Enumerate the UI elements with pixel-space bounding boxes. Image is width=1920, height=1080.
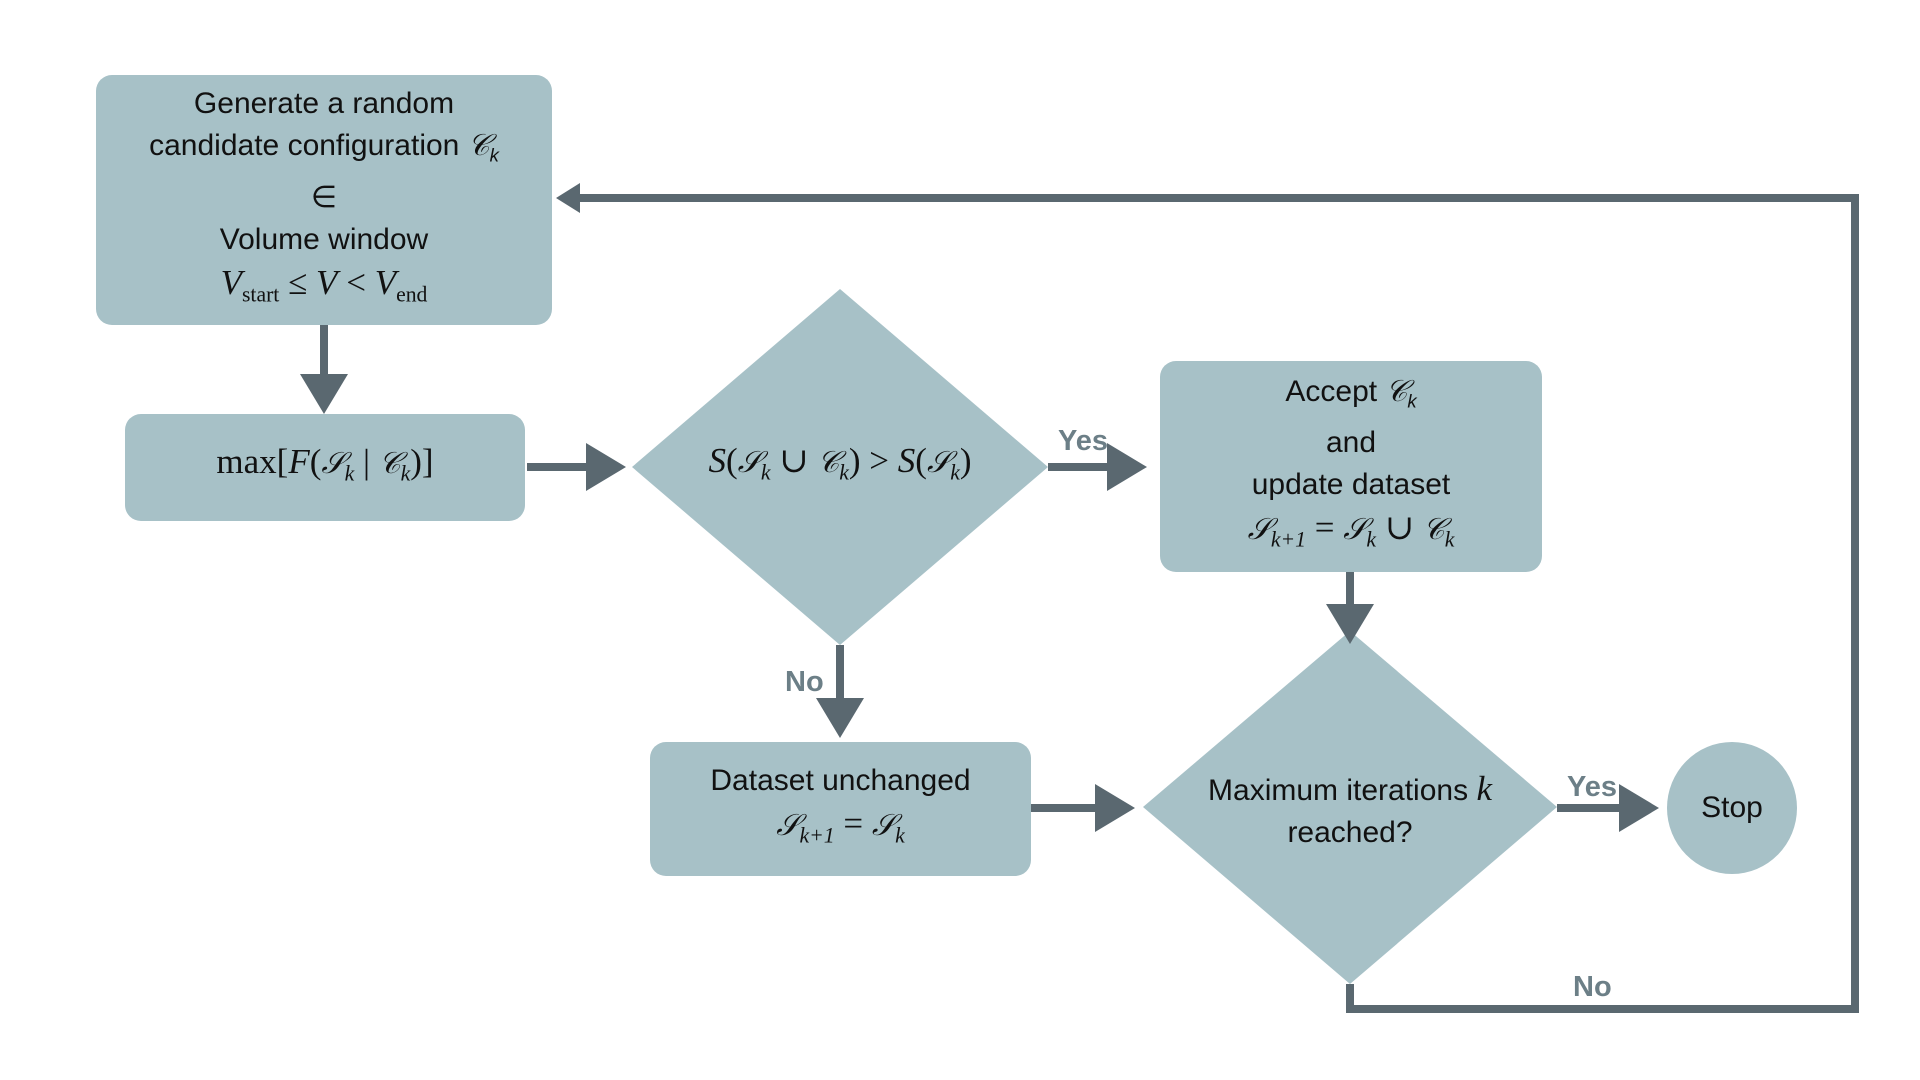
gt-symbol: > (869, 441, 890, 481)
volume-var: V (374, 262, 397, 302)
volume-var: V (220, 262, 242, 302)
dataset-next-subscript: k+1 (799, 823, 835, 848)
candidate-symbol: 𝒞 (378, 445, 401, 481)
stop-node: Stop (1667, 742, 1797, 874)
generate-configuration-node: Generate a random candidate configuratio… (96, 75, 552, 325)
maximize-function-node: max[F(𝒮k | 𝒞k)] (125, 414, 525, 521)
candidate-symbol: 𝒞 (1422, 512, 1445, 548)
candidate-symbol: 𝒞 (817, 445, 840, 481)
decision-diamond-max-iterations (1143, 631, 1557, 984)
generate-line-4: Volume window (219, 222, 429, 256)
equals-symbol: = (1314, 508, 1335, 548)
candidate-subscript: k (400, 461, 411, 486)
candidate-symbol: 𝒞 (467, 128, 490, 164)
max-operator: max[ (216, 441, 289, 481)
candidate-symbol-subscript: k (489, 144, 499, 166)
paren-open: ( (915, 441, 927, 481)
unchanged-line-1: Dataset unchanged (710, 764, 971, 798)
paren-close: ) (848, 441, 861, 481)
dataset-next-subscript: k+1 (1270, 528, 1306, 553)
edge-label-yes-max-iterations: Yes (1567, 771, 1617, 803)
decision-diamond-improvement (632, 289, 1048, 645)
maximize-expression: max[F(𝒮k | 𝒞k)] (216, 440, 433, 496)
union-symbol: ∪ (779, 441, 809, 481)
accept-line-1: Accept 𝒞k (1285, 371, 1416, 423)
edge-label-no-improvement: No (785, 666, 824, 698)
dataset-symbol: 𝒮 (321, 445, 345, 481)
dataset-symbol: 𝒮 (776, 808, 800, 844)
dataset-symbol: 𝒮 (737, 445, 761, 481)
volume-window-inequality: Vstart ≤ V < Vend (221, 261, 428, 317)
dataset-subscript: k (344, 461, 355, 486)
dataset-subscript: k (1366, 528, 1377, 553)
loop-back-line-no (580, 194, 1859, 1013)
max-iterations-line-2: reached? (1287, 815, 1413, 849)
dataset-symbol: 𝒮 (1343, 512, 1367, 548)
accept-line-3: update dataset (1251, 468, 1451, 502)
dataset-subscript: k (895, 823, 905, 848)
generate-line-2-text: candidate configuration (149, 129, 460, 163)
score-S: S (897, 441, 916, 481)
candidate-subscript: k (839, 460, 849, 485)
volume-start-subscript: start (241, 282, 280, 307)
max-iterations-line-1: Maximum iterations k (1208, 767, 1492, 812)
edge-label-no-max-iterations: No (1573, 971, 1612, 1003)
decision-max-iterations-label: Maximum iterations k reached? (1170, 768, 1530, 852)
loop-back-arrowhead (556, 183, 580, 213)
dataset-symbol: 𝒮 (871, 808, 896, 844)
accept-candidate-node: Accept 𝒞k and update dataset 𝒮k+1 = 𝒮k ∪… (1160, 361, 1542, 572)
candidate-symbol: 𝒞 (1385, 373, 1408, 409)
accept-line-2: and (1325, 426, 1377, 460)
improvement-condition: S(𝒮k ∪ 𝒞k) > S(𝒮k) (709, 439, 972, 495)
dataset-subscript: k (760, 460, 771, 485)
accept-text: Accept (1285, 374, 1378, 408)
dataset-unchanged-equation: 𝒮k+1 = 𝒮k (776, 802, 904, 858)
volume-var: V (316, 262, 338, 302)
score-S: S (708, 441, 727, 481)
iteration-var-k: k (1476, 768, 1492, 808)
candidate-subscript: k (1407, 390, 1417, 412)
dataset-subscript: k (950, 460, 960, 485)
dataset-symbol: 𝒮 (1247, 512, 1271, 548)
max-iterations-text: Maximum iterations (1208, 773, 1469, 807)
generate-line-2: candidate configuration 𝒞k (149, 125, 499, 177)
edge-label-yes-improvement: Yes (1058, 425, 1108, 457)
volume-end-subscript: end (396, 282, 428, 307)
paren-open: ( (309, 441, 322, 481)
paren-close: ) (959, 441, 972, 481)
dataset-symbol: 𝒮 (926, 445, 951, 481)
decision-improvement-label: S(𝒮k ∪ 𝒞k) > S(𝒮k) (640, 437, 1040, 497)
conditional-bar: | (363, 441, 371, 481)
union-symbol: ∪ (1384, 508, 1415, 548)
dataset-update-equation: 𝒮k+1 = 𝒮k ∪ 𝒞k (1248, 506, 1455, 562)
element-of-symbol: ∈ (310, 180, 338, 214)
generate-line-1: Generate a random (193, 87, 455, 121)
candidate-subscript: k (1444, 528, 1455, 553)
lt-symbol: < (346, 262, 366, 302)
paren-bracket-close: )] (410, 441, 434, 481)
equals-symbol: = (843, 804, 864, 844)
function-F: F (288, 441, 310, 481)
paren-open: ( (726, 441, 738, 481)
leq-symbol: ≤ (288, 262, 308, 302)
dataset-unchanged-node: Dataset unchanged 𝒮k+1 = 𝒮k (650, 742, 1031, 876)
